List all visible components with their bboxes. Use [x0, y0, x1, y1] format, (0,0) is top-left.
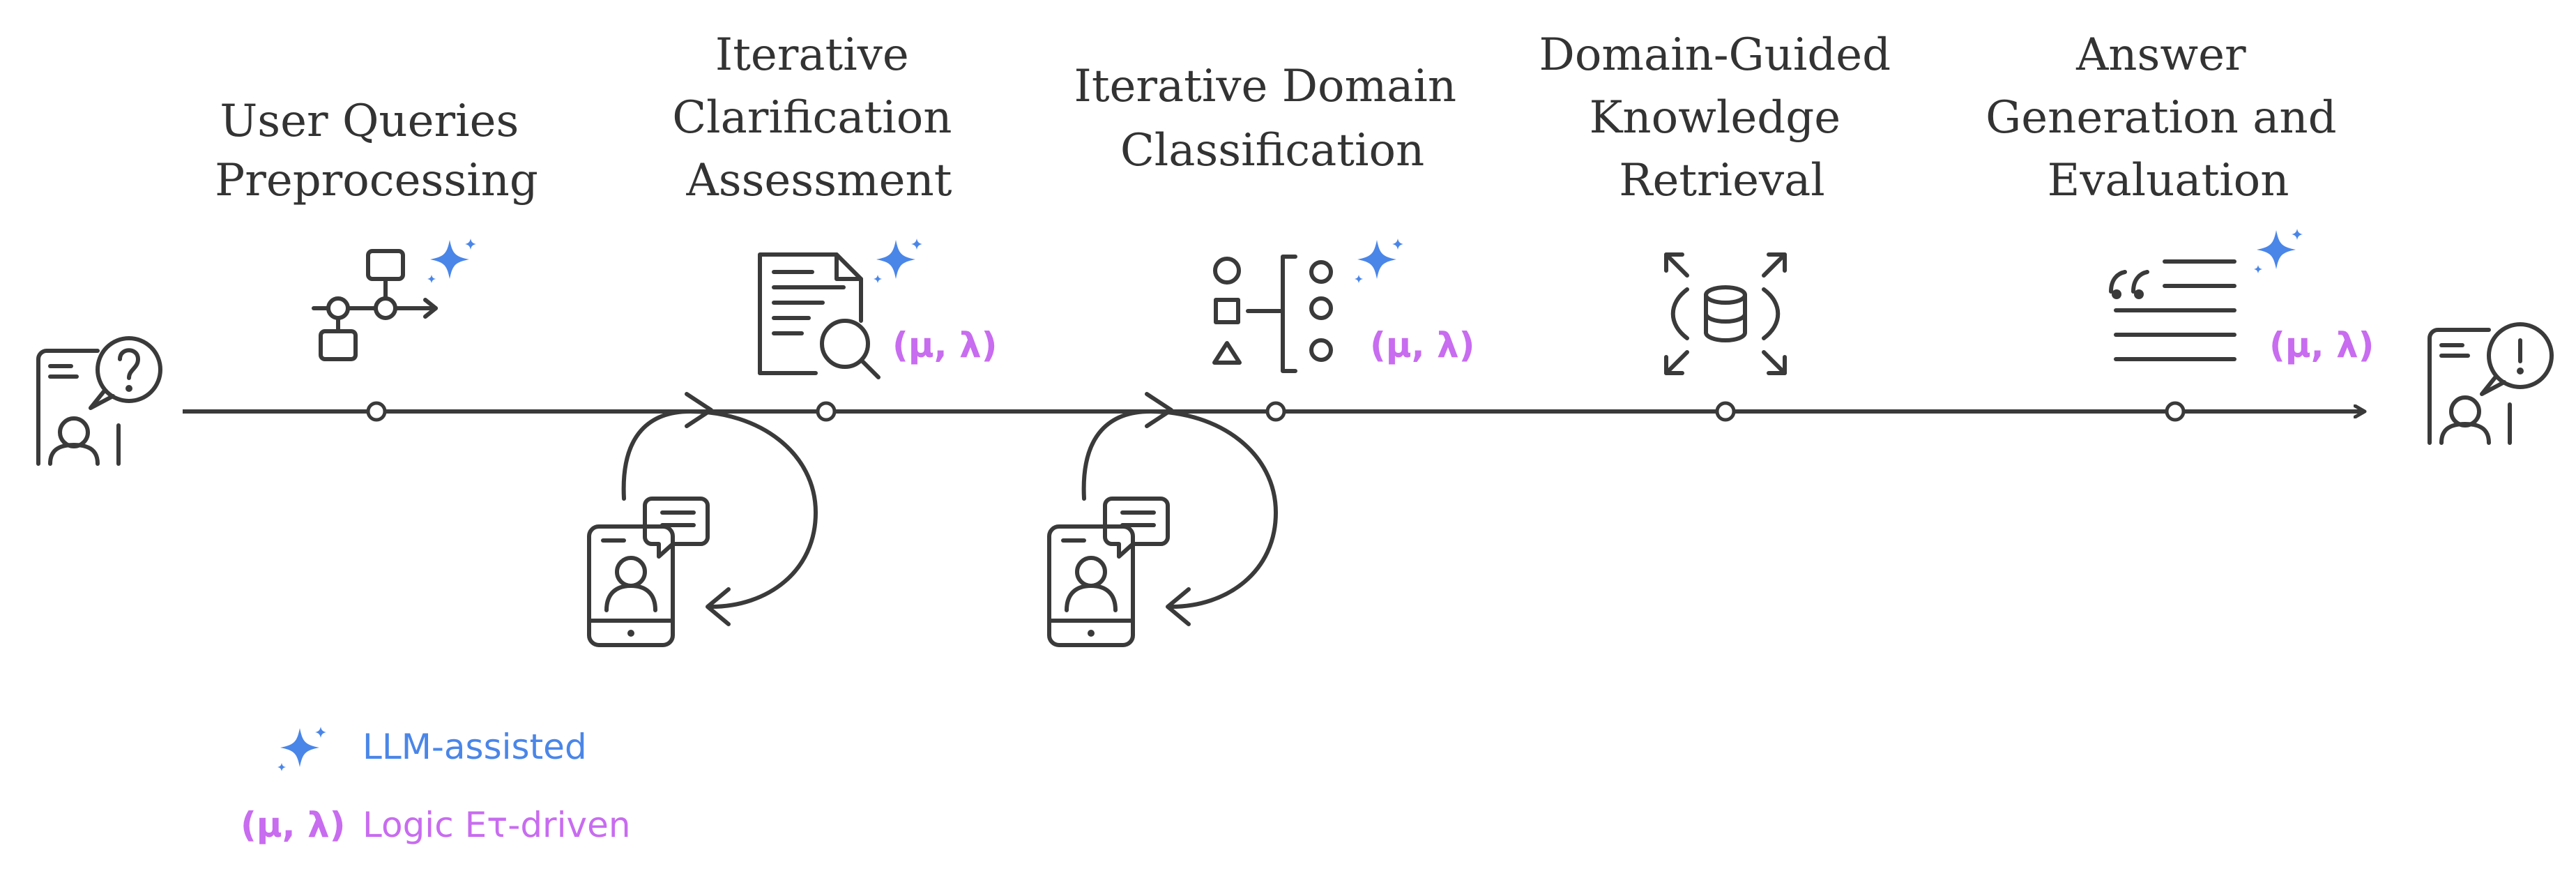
loop-entry-arrow-1 — [685, 392, 713, 428]
user-question-icon — [36, 336, 162, 466]
sparkle-icon — [427, 239, 476, 283]
sparkle-icon — [874, 239, 922, 283]
shapes-classification-icon — [1212, 255, 1333, 373]
stage-node-preprocessing — [366, 401, 387, 422]
sparkle-icon — [277, 727, 326, 771]
user-chat-phone-icon — [1049, 499, 1168, 645]
user-answer-icon — [2428, 322, 2554, 445]
user-chat-phone-icon — [589, 499, 708, 645]
sparkle-icon — [1355, 239, 1403, 283]
legend: LLM-assisted (μ, λ) Logic Eτ-driven — [241, 727, 631, 845]
database-expand-icon — [1664, 252, 1787, 375]
classification-loop — [1081, 409, 1278, 626]
loop-entry-arrow-2 — [1145, 392, 1173, 428]
quote-text-icon — [2109, 259, 2236, 361]
stage-title-preprocessing: User Queries Preprocessing — [215, 96, 538, 206]
document-search-icon — [758, 252, 881, 379]
legend-logic-symbol: (μ, λ) — [241, 805, 346, 845]
legend-logic-label: Logic Eτ-driven — [363, 805, 631, 845]
stage-title-clarification: Iterative Clarification Assessment — [672, 29, 966, 206]
stage-title-answer: Answer Generation and Evaluation — [1986, 29, 2351, 206]
flowchart-icon — [312, 249, 438, 361]
sparkle-icon — [2254, 229, 2303, 273]
clarification-loop — [621, 409, 818, 626]
stage-node-classification — [1265, 401, 1286, 422]
logic-marker-classification: (μ, λ) — [1370, 325, 1475, 365]
logic-marker-clarification: (μ, λ) — [892, 325, 998, 365]
stage-title-retrieval: Domain-Guided Knowledge Retrieval — [1539, 29, 1905, 206]
stage-node-answer — [2165, 401, 2186, 422]
stage-title-classification: Iterative Domain Classification — [1074, 61, 1471, 176]
legend-llm-label: LLM-assisted — [363, 727, 587, 767]
logic-marker-answer: (μ, λ) — [2269, 325, 2375, 365]
stage-node-retrieval — [1715, 401, 1736, 422]
stage-node-clarification — [816, 401, 837, 422]
